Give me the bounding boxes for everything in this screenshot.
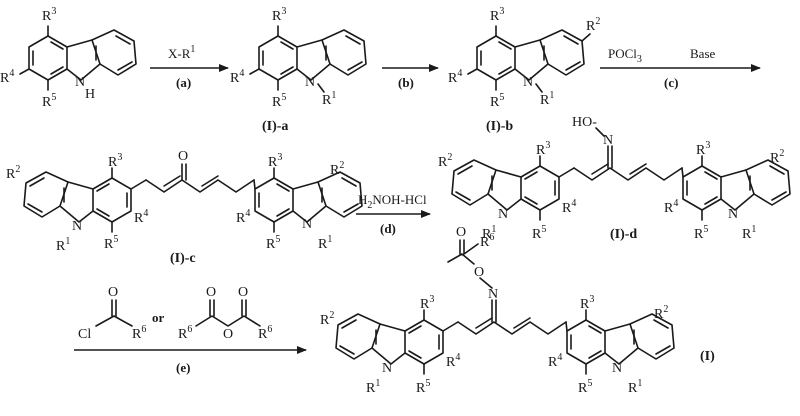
svg-text:R2: R2 — [330, 160, 344, 178]
or-label: or — [152, 310, 165, 325]
svg-text:R5: R5 — [578, 378, 592, 396]
svg-text:(e): (e) — [176, 360, 190, 375]
step-b-arrow: (b) — [382, 64, 439, 90]
start-carbazole: R3 R4 R5 N H — [0, 6, 137, 110]
label-final: (I) — [700, 349, 715, 364]
compound-ia: R3 R4 R5 N R1 — [230, 6, 367, 110]
acid-chloride: O Cl R6 — [78, 285, 146, 342]
step-a-arrow: X-R1 (a) — [150, 44, 229, 90]
svg-text:R1: R1 — [482, 224, 496, 242]
svg-text:R2: R2 — [6, 164, 20, 182]
svg-text:R1: R1 — [322, 90, 336, 108]
svg-text:N: N — [75, 75, 85, 90]
svg-text:O: O — [206, 285, 216, 300]
svg-text:R3: R3 — [42, 6, 56, 24]
svg-text:R4: R4 — [0, 68, 14, 86]
anhydride: O O O R6 R6 — [178, 285, 272, 342]
svg-text:N: N — [72, 219, 82, 234]
svg-text:O: O — [474, 265, 484, 280]
svg-text:R4: R4 — [236, 208, 250, 226]
svg-text:N: N — [603, 133, 613, 148]
svg-text:R5: R5 — [416, 378, 430, 396]
svg-text:N: N — [728, 207, 738, 222]
svg-text:R3: R3 — [272, 6, 286, 24]
svg-text:N: N — [612, 361, 622, 376]
svg-text:R5: R5 — [272, 92, 286, 110]
svg-text:R4: R4 — [446, 352, 460, 370]
step-e-arrow: (e) — [74, 346, 307, 375]
svg-text:R1: R1 — [56, 236, 70, 254]
svg-text:R3: R3 — [108, 152, 122, 170]
compound-final: R3 R4 R5 N R1 R2 N O O R6 R3 R4 R5 N R1 … — [320, 225, 675, 396]
svg-text:(d): (d) — [380, 221, 396, 236]
svg-text:R1: R1 — [628, 378, 642, 396]
svg-text:R4: R4 — [448, 68, 462, 86]
svg-text:N: N — [382, 361, 392, 376]
svg-text:R2: R2 — [586, 16, 600, 34]
svg-text:N: N — [305, 75, 315, 90]
svg-text:(c): (c) — [664, 75, 678, 90]
svg-text:R1: R1 — [318, 234, 332, 252]
svg-text:N: N — [498, 207, 508, 222]
svg-text:(a): (a) — [176, 75, 191, 90]
svg-text:N: N — [488, 287, 498, 302]
svg-text:R3: R3 — [268, 152, 282, 170]
svg-text:R3: R3 — [696, 140, 710, 158]
svg-text:R1: R1 — [742, 224, 756, 242]
svg-text:R5: R5 — [266, 234, 280, 252]
svg-text:N: N — [302, 217, 312, 232]
compound-ic: R3 R4 R5 N R1 R2 O R3 R4 R5 N R1 R2 — [6, 149, 363, 254]
svg-text:O: O — [238, 285, 248, 300]
svg-text:R4: R4 — [548, 352, 562, 370]
label-ib: (I)-b — [486, 119, 513, 134]
compound-id: R3 R4 R5 N R1 R2 N HO- R3 R4 R5 N R1 R2 — [438, 115, 791, 242]
compound-ib: R3 R4 R5 N R1 R2 — [448, 6, 600, 110]
svg-text:R2: R2 — [654, 304, 668, 322]
svg-text:(b): (b) — [398, 75, 414, 90]
label-ia: (I)-a — [262, 119, 288, 134]
svg-text:Cl: Cl — [78, 327, 91, 342]
svg-text:R5: R5 — [42, 92, 56, 110]
svg-text:O: O — [178, 149, 188, 164]
svg-text:R4: R4 — [134, 208, 148, 226]
svg-text:R6: R6 — [480, 232, 494, 250]
svg-text:HO-: HO- — [572, 115, 597, 130]
svg-text:POCl3: POCl3 — [608, 46, 642, 65]
svg-text:R4: R4 — [562, 198, 576, 216]
svg-text:R2: R2 — [438, 152, 452, 170]
svg-text:X-R1: X-R1 — [168, 44, 195, 61]
svg-text:R6: R6 — [132, 324, 146, 342]
label-ic: (I)-c — [170, 251, 196, 266]
svg-text:R2: R2 — [320, 310, 334, 328]
svg-text:R5: R5 — [104, 234, 118, 252]
svg-text:R3: R3 — [490, 6, 504, 24]
svg-text:R4: R4 — [230, 68, 244, 86]
svg-text:R6: R6 — [258, 324, 272, 342]
svg-text:R4: R4 — [664, 198, 678, 216]
label-id: (I)-d — [610, 227, 637, 242]
svg-text:R6: R6 — [178, 324, 192, 342]
svg-text:R3: R3 — [580, 294, 594, 312]
svg-text:R1: R1 — [540, 90, 554, 108]
svg-text:R5: R5 — [490, 92, 504, 110]
svg-text:R1: R1 — [366, 378, 380, 396]
svg-text:R5: R5 — [694, 224, 708, 242]
svg-text:O: O — [223, 327, 233, 342]
svg-text:N: N — [523, 75, 533, 90]
step-c-arrow: POCl3 Base (c) — [600, 46, 761, 90]
svg-text:O: O — [456, 225, 466, 240]
svg-text:R3: R3 — [536, 140, 550, 158]
svg-text:H: H — [85, 87, 95, 102]
svg-text:R3: R3 — [420, 294, 434, 312]
svg-text:R5: R5 — [532, 224, 546, 242]
svg-text:Base: Base — [690, 46, 716, 61]
svg-text:R2: R2 — [770, 148, 784, 166]
svg-text:O: O — [108, 285, 118, 300]
step-d-arrow: H2NOH-HCl (d) — [356, 192, 431, 236]
svg-text:H2NOH-HCl: H2NOH-HCl — [358, 192, 427, 211]
